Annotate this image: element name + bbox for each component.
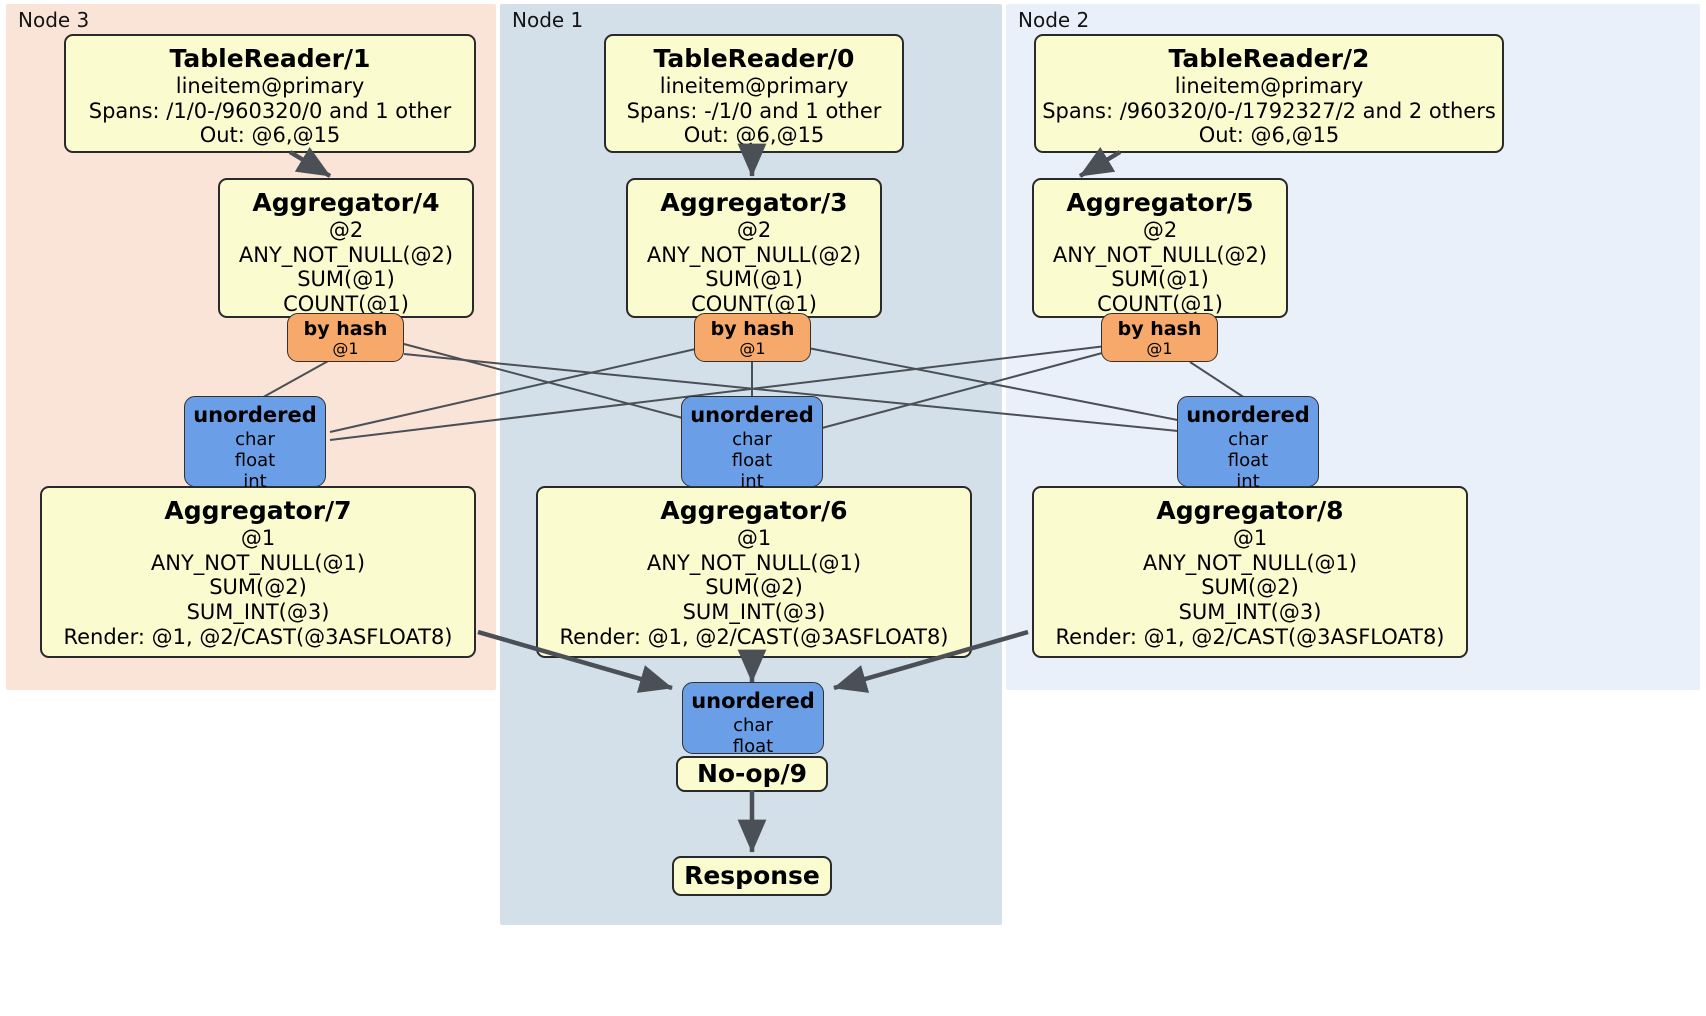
processor-line: ANY_NOT_NULL(@2)	[646, 242, 862, 267]
processor-line: Out: @6,@15	[1198, 123, 1340, 148]
processor-aggregator-5[interactable]: Aggregator/5 @2 ANY_NOT_NULL(@2) SUM(@1)…	[1032, 178, 1288, 318]
processor-line: lineitem@primary	[175, 74, 365, 99]
processor-line: SUM(@2)	[1201, 575, 1299, 600]
processor-line: @2	[736, 218, 772, 243]
processor-line: SUM(@1)	[297, 267, 395, 292]
processor-line: COUNT(@1)	[691, 291, 817, 316]
processor-line: SUM(@2)	[705, 575, 803, 600]
processor-line: SUM_INT(@3)	[186, 599, 330, 624]
router-line: @1	[1146, 339, 1173, 359]
inbox-type: int	[243, 470, 267, 492]
inbox-unordered-aggregator7[interactable]: unordered char float int	[184, 396, 326, 492]
processor-line: SUM_INT(@3)	[682, 599, 826, 624]
router-title: by hash	[710, 318, 795, 340]
inbox-title: unordered	[1186, 403, 1310, 427]
processor-title: Aggregator/4	[252, 188, 440, 217]
router-by-hash-aggregator3[interactable]: by hash @1	[694, 313, 811, 362]
inbox-type: float	[1227, 449, 1269, 471]
processor-line: SUM_INT(@3)	[1178, 599, 1322, 624]
processor-line: ANY_NOT_NULL(@2)	[238, 242, 454, 267]
processor-aggregator-8[interactable]: Aggregator/8 @1 ANY_NOT_NULL(@1) SUM(@2)…	[1032, 486, 1468, 658]
processor-line: Render: @1, @2/CAST(@3ASFLOAT8)	[1055, 624, 1445, 649]
processor-line: @2	[328, 218, 364, 243]
processor-noop-9[interactable]: No-op/9	[676, 756, 828, 792]
processor-line: Out: @6,@15	[683, 123, 825, 148]
node-panel-label-node1: Node 1	[512, 8, 584, 32]
processor-title: Aggregator/7	[164, 496, 352, 525]
processor-line: @1	[240, 526, 276, 551]
processor-line: Render: @1, @2/CAST(@3ASFLOAT8)	[63, 624, 453, 649]
processor-title: TableReader/0	[653, 44, 855, 73]
processor-title: TableReader/2	[1168, 44, 1370, 73]
inbox-type: char	[235, 428, 275, 450]
processor-response[interactable]: Response	[672, 856, 832, 896]
processor-line: @1	[736, 526, 772, 551]
processor-line: SUM(@2)	[209, 575, 307, 600]
processor-line: ANY_NOT_NULL(@1)	[1142, 550, 1358, 575]
processor-title: Aggregator/6	[660, 496, 848, 525]
processor-line: Spans: -/1/0 and 1 other	[626, 98, 882, 123]
inbox-type: int	[1236, 470, 1260, 492]
inbox-type: char	[732, 428, 772, 450]
processor-tablereader-2[interactable]: TableReader/2 lineitem@primary Spans: /9…	[1034, 34, 1504, 153]
inbox-unordered-aggregator8[interactable]: unordered char float int	[1177, 396, 1319, 492]
processor-line: Spans: /960320/0-/1792327/2 and 2 others	[1042, 98, 1496, 123]
processor-line: COUNT(@1)	[1097, 291, 1223, 316]
processor-line: ANY_NOT_NULL(@1)	[646, 550, 862, 575]
processor-line: COUNT(@1)	[283, 291, 409, 316]
router-line: @1	[332, 339, 359, 359]
inbox-type: char	[733, 714, 773, 736]
processor-tablereader-0[interactable]: TableReader/0 lineitem@primary Spans: -/…	[604, 34, 904, 153]
processor-title: No-op/9	[696, 759, 808, 789]
inbox-title: unordered	[691, 689, 815, 713]
processor-line: ANY_NOT_NULL(@2)	[1052, 242, 1268, 267]
inbox-type: char	[1228, 428, 1268, 450]
inbox-type: float	[731, 449, 773, 471]
processor-line: lineitem@primary	[659, 74, 849, 99]
processor-line: SUM(@1)	[705, 267, 803, 292]
processor-line: Render: @1, @2/CAST(@3ASFLOAT8)	[559, 624, 949, 649]
inbox-title: unordered	[193, 403, 317, 427]
processor-title: Aggregator/8	[1156, 496, 1344, 525]
inbox-type: float	[732, 735, 774, 757]
inbox-type: float	[234, 449, 276, 471]
processor-title: Aggregator/3	[660, 188, 848, 217]
processor-line: Out: @6,@15	[199, 123, 341, 148]
processor-tablereader-1[interactable]: TableReader/1 lineitem@primary Spans: /1…	[64, 34, 476, 153]
inbox-title: unordered	[690, 403, 814, 427]
inbox-unordered-aggregator6[interactable]: unordered char float int	[681, 396, 823, 492]
router-by-hash-aggregator5[interactable]: by hash @1	[1101, 313, 1218, 362]
router-title: by hash	[1117, 318, 1202, 340]
inbox-type: int	[740, 470, 764, 492]
node-panel-label-node2: Node 2	[1018, 8, 1090, 32]
processor-line: lineitem@primary	[1174, 74, 1364, 99]
processor-aggregator-3[interactable]: Aggregator/3 @2 ANY_NOT_NULL(@2) SUM(@1)…	[626, 178, 882, 318]
processor-line: ANY_NOT_NULL(@1)	[150, 550, 366, 575]
processor-aggregator-7[interactable]: Aggregator/7 @1 ANY_NOT_NULL(@1) SUM(@2)…	[40, 486, 476, 658]
processor-title: Aggregator/5	[1066, 188, 1254, 217]
processor-aggregator-6[interactable]: Aggregator/6 @1 ANY_NOT_NULL(@1) SUM(@2)…	[536, 486, 972, 658]
router-title: by hash	[303, 318, 388, 340]
inbox-unordered-final[interactable]: unordered char float	[682, 682, 824, 757]
processor-title: TableReader/1	[169, 44, 371, 73]
node-panel-label-node3: Node 3	[18, 8, 90, 32]
processor-line: SUM(@1)	[1111, 267, 1209, 292]
processor-line: Spans: /1/0-/960320/0 and 1 other	[88, 98, 452, 123]
processor-aggregator-4[interactable]: Aggregator/4 @2 ANY_NOT_NULL(@2) SUM(@1)…	[218, 178, 474, 318]
router-by-hash-aggregator4[interactable]: by hash @1	[287, 313, 404, 362]
router-line: @1	[739, 339, 766, 359]
processor-line: @2	[1142, 218, 1178, 243]
processor-line: @1	[1232, 526, 1268, 551]
processor-title: Response	[684, 861, 820, 891]
